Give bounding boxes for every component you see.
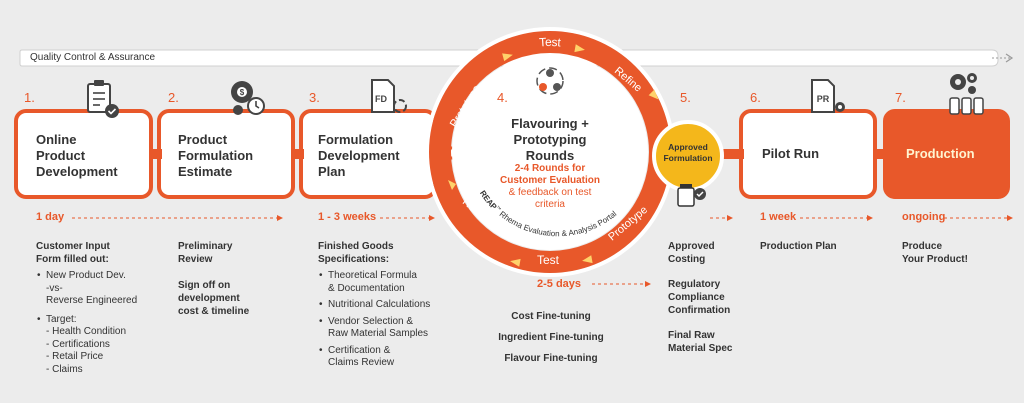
col1-details: Customer Input Form filled out: New Prod… — [36, 240, 156, 376]
step4-duration: 2-5 days — [537, 278, 582, 290]
step6-duration: 1 week — [760, 211, 797, 223]
svg-text:FD: FD — [375, 94, 387, 104]
col3-bullet-2: Nutritional Calculations — [319, 299, 458, 312]
col2-p1: Preliminary Review — [178, 241, 233, 265]
approved-formulation-label: Approved Formulation — [663, 142, 713, 163]
col1-sub-4: - Claims — [46, 363, 83, 375]
col5-item-3: Final Raw Material Spec — [668, 330, 733, 354]
ring-label-top: Test — [539, 35, 562, 50]
step1-duration: 1 day — [36, 211, 65, 223]
bottle-check-icon — [677, 184, 706, 207]
connector-2-3 — [292, 149, 304, 159]
step3-duration: 1 - 3 weeks — [318, 211, 377, 223]
step2-number: 2. — [168, 90, 179, 105]
step2-title: Product Formulation Estimate — [178, 132, 254, 179]
ring-arrow-icon — [648, 89, 659, 100]
col3-bullet-1: Theoretical Formula & Documentation — [319, 270, 458, 295]
ring-arrow-icon — [574, 44, 585, 53]
col1-sub-3: - Retail Price — [46, 351, 104, 362]
step5-number: 5. — [680, 90, 691, 105]
col2-details: Preliminary Review Sign off on developme… — [178, 240, 288, 318]
ring-arrow-icon — [502, 53, 513, 62]
connector-6-7 — [874, 149, 888, 159]
ring-arrow-icon — [448, 180, 456, 190]
step6-number: 6. — [750, 90, 761, 105]
step3-number: 3. — [309, 90, 320, 105]
col4-item-2: Ingredient Fine-tuning — [498, 332, 604, 343]
col3-bullet-4: Certification & Claims Review — [319, 345, 458, 370]
flavour-cycle-icon — [536, 67, 564, 95]
rounds-bold-text: 2-4 Rounds for Customer Evaluation — [499, 163, 601, 186]
col6-p1: Production Plan — [760, 241, 837, 252]
col1-bullet-1: New Product Dev. — [37, 270, 156, 283]
col7-p1: Produce Your Product! — [902, 241, 968, 265]
step1-number: 1. — [24, 90, 35, 105]
step1-title: Online Product Development — [36, 132, 118, 179]
money-gear-icon: $ — [231, 81, 265, 115]
col5-details: Approved Costing Regulatory Compliance C… — [668, 240, 748, 355]
connector-1-2 — [150, 149, 162, 159]
col5-item-2: Regulatory Compliance Confirmation — [668, 279, 731, 316]
col3-heading: Finished Goods Specifications: — [318, 241, 394, 265]
col3-details: Finished Goods Specifications: Theoretic… — [318, 240, 458, 370]
col1-heading: Customer Input Form filled out: — [36, 241, 110, 265]
clipboard-check-icon — [87, 80, 119, 118]
formula-document-icon: FD — [371, 79, 407, 113]
step7-duration: ongoing — [902, 211, 946, 223]
col4-item-1: Cost Fine-tuning — [511, 311, 591, 322]
step4-title: Flavouring + Prototyping Rounds — [511, 116, 589, 163]
col1-sub-2: - Certifications — [46, 338, 110, 350]
rounds-text: & feedback on test criteria — [508, 187, 592, 210]
ring-arrow-icon — [510, 258, 521, 267]
col5-item-1: Approved Costing — [668, 241, 715, 265]
step7-number: 7. — [895, 90, 906, 105]
step6-title: Pilot Run — [762, 146, 820, 161]
col1-bullet-1-sub: -vs- Reverse Engineered — [46, 282, 138, 307]
col1-bullet-2: Target: — [37, 314, 156, 327]
col4-item-3: Flavour Fine-tuning — [504, 353, 598, 364]
svg-text:$: $ — [240, 88, 245, 97]
svg-text:PR: PR — [817, 94, 830, 104]
ring-label-bottom: Test — [537, 253, 560, 267]
step4-number: 4. — [497, 90, 508, 105]
col1-sub-1: - Health Condition — [46, 326, 127, 337]
production-gears-bottles-icon — [949, 73, 984, 115]
quality-control-label: Quality Control & Assurance — [30, 52, 156, 63]
ring-arrow-icon — [582, 255, 593, 264]
col3-bullet-3: Vendor Selection & Raw Material Samples — [319, 316, 458, 341]
col4-details: Cost Fine-tuning Ingredient Fine-tuning … — [488, 310, 614, 365]
step3-title: Formulation Development Plan — [318, 132, 400, 179]
col2-p2: Sign off on development cost & timeline — [178, 280, 250, 317]
pilot-run-document-icon: PR — [811, 79, 845, 113]
step7-title: Production — [906, 146, 975, 161]
